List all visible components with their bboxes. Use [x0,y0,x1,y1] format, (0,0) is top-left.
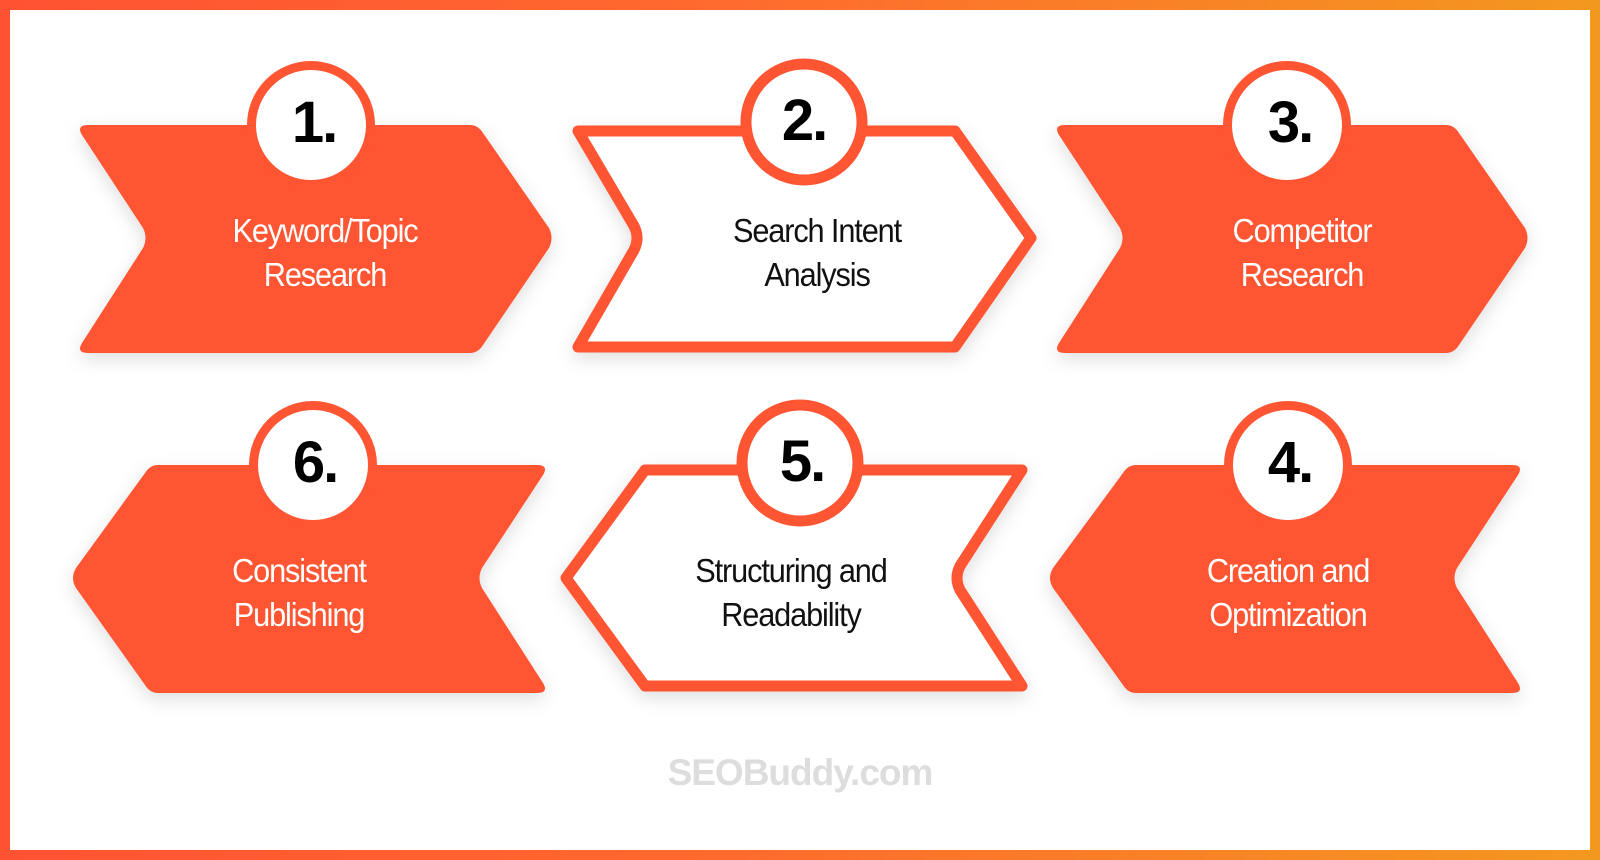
step-4-number: 4. [1267,430,1314,495]
step-2-badge [740,58,868,186]
step-5-label: Structuring and Readability [633,549,949,637]
step-5-label-line1: Structuring and [695,552,888,589]
step-6-label-line1: Consistent [232,552,367,589]
step-3-chevron [1057,125,1528,353]
step-1-label: Keyword/Topic Research [167,209,483,297]
step-3-label: Competitor Research [1144,209,1460,297]
step-2-label-line1: Search Intent [732,212,902,249]
step-1-number: 1. [291,90,338,155]
step-1-label-line1: Keyword/Topic [232,212,418,249]
step-2-number: 2. [781,88,828,153]
step-6-badge [249,401,377,529]
step-4-badge [1224,401,1352,529]
step-6-chevron [73,465,545,693]
step-5-label-line2: Readability [721,596,862,633]
step-4-label-line2: Optimization [1209,596,1367,633]
step-1-badge [247,61,375,189]
step-3-badge [1223,61,1351,189]
step-5-number: 5. [779,429,826,494]
watermark: SEOBuddy.com [667,752,934,793]
step-3-number: 3. [1267,90,1314,155]
step-3-label-line2: Research [1240,256,1365,293]
step-4-chevron [1050,465,1520,693]
step-5-chevron [560,464,1028,692]
step-5-badge [736,399,864,527]
step-2-label-line2: Analysis [764,256,870,293]
step-2-label: Search Intent Analysis [659,209,975,297]
step-3-label-line1: Competitor [1232,212,1373,249]
step-1-chevron [80,125,552,353]
step-4-label: Creation and Optimization [1130,549,1446,637]
step-6-label: Consistent Publishing [141,549,457,637]
step-4-label-line1: Creation and [1206,552,1370,589]
step-1-label-line2: Research [263,256,388,293]
step-6-label-line2: Publishing [233,596,366,633]
step-6-number: 6. [292,430,339,495]
step-2-chevron [572,125,1037,353]
